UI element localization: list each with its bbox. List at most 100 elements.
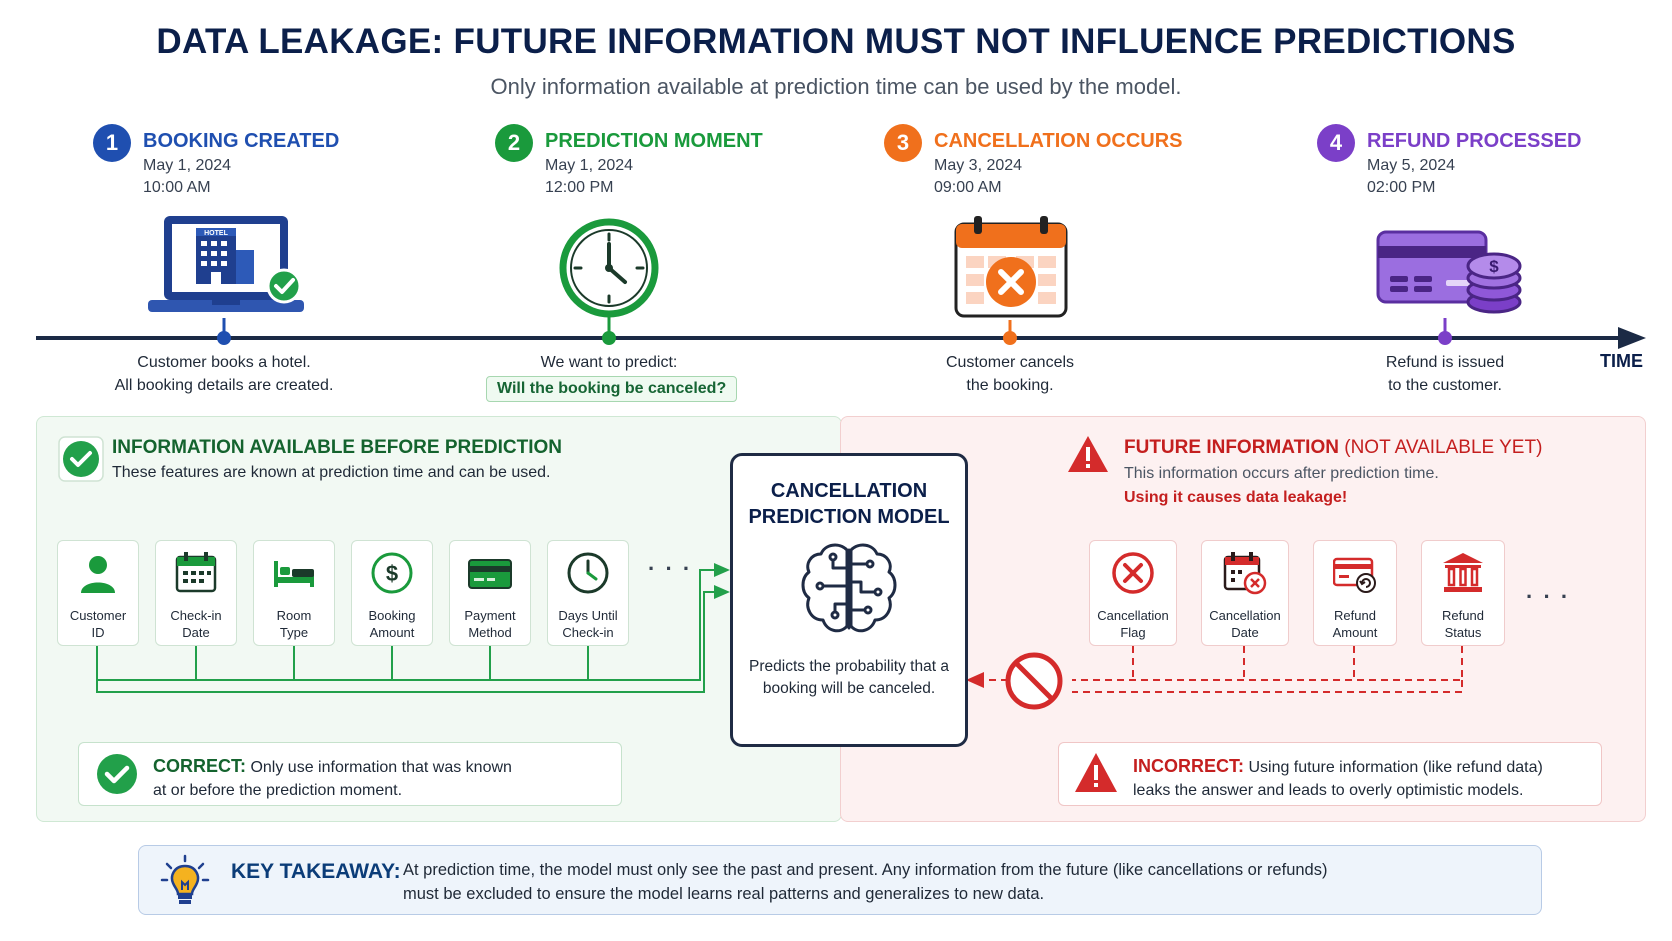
incorrect-label: INCORRECT:: [1133, 756, 1244, 776]
incorrect-text: INCORRECT: Using future information (lik…: [1133, 755, 1543, 802]
takeaway-label: KEY TAKEAWAY:: [231, 860, 401, 883]
event-date: May 3, 2024: [934, 157, 1023, 174]
feature-card-payment-method: Payment Method: [449, 540, 531, 646]
correct-label: CORRECT:: [153, 756, 246, 776]
future-description: This information occurs after prediction…: [1124, 465, 1439, 482]
bank-icon: [1443, 553, 1483, 592]
prediction-model-box: CANCELLATION PREDICTION MODEL Predicts t…: [730, 453, 968, 747]
event-booking-created: 1 BOOKING CREATED May 1, 2024 10:00 AM: [93, 124, 453, 196]
correct-line1: CORRECT: Only use information that was k…: [153, 755, 512, 779]
feature-label: Room Type: [276, 608, 312, 640]
model-description: Predicts the probability that a booking …: [749, 658, 949, 697]
feature-card-refund-status: Refund Status: [1421, 540, 1505, 646]
takeaway-line1: At prediction time, the model must only …: [403, 861, 1328, 879]
event-time: 02:00 PM: [1367, 179, 1436, 196]
page-title: DATA LEAKAGE: FUTURE INFORMATION MUST NO…: [156, 22, 1516, 61]
lightbulb-icon: [160, 854, 210, 904]
caption-line: to the customer.: [1388, 377, 1502, 394]
feature-card-checkin-date: Check-in Date: [155, 540, 237, 646]
event-cancellation-occurs: 3 CANCELLATION OCCURS May 3, 2024 09:00 …: [884, 124, 1244, 196]
brain-circuit-icon: [801, 543, 897, 633]
feature-label: Cancellation Flag: [1097, 608, 1169, 640]
feature-card-cancellation-date: Cancellation Date: [1201, 540, 1289, 646]
feature-card-cancellation-flag: Cancellation Flag: [1089, 540, 1177, 646]
feature-label: Check-in Date: [170, 608, 222, 640]
caption-line: Customer cancels: [945, 354, 1075, 371]
future-title-suffix: (NOT AVAILABLE YET): [1344, 437, 1543, 458]
step-number: 1: [93, 124, 131, 162]
event-title: PREDICTION MOMENT: [545, 130, 763, 152]
calendar-x-icon: [1223, 552, 1267, 595]
incorrect-line2: leaks the answer and leads to overly opt…: [1133, 782, 1524, 799]
step-number: 2: [495, 124, 533, 162]
caption-line: Refund is issued: [1385, 354, 1505, 371]
correct-callout: CORRECT: Only use information that was k…: [78, 742, 622, 806]
correct-line1-text: Only use information that was known: [250, 759, 512, 776]
clock-icon: [567, 552, 609, 594]
future-title-main: FUTURE INFORMATION: [1124, 437, 1339, 458]
feature-card-days-until-checkin: Days Until Check-in: [547, 540, 629, 646]
event-date: May 1, 2024: [545, 157, 634, 174]
blocked-icon: [1005, 652, 1063, 710]
event-caption: We want to predict:: [540, 354, 678, 371]
event-title: BOOKING CREATED: [143, 130, 340, 152]
time-axis-label: TIME: [1600, 351, 1643, 371]
incorrect-callout: INCORRECT: Using future information (lik…: [1058, 742, 1602, 806]
card-icon: [468, 559, 512, 589]
feature-label: Refund Status: [1442, 608, 1484, 640]
available-description: These features are known at prediction t…: [112, 464, 551, 481]
feature-label: Booking Amount: [368, 608, 416, 640]
event-caption: Refund is issued to the customer.: [1285, 351, 1605, 397]
takeaway-text: At prediction time, the model must only …: [403, 858, 1327, 906]
step-number: 4: [1317, 124, 1355, 162]
check-circle-icon: [97, 754, 137, 794]
page-subtitle: Only information available at prediction…: [490, 74, 1182, 99]
dollar-icon: $: [371, 552, 413, 594]
card-refund-icon: [1333, 557, 1376, 593]
takeaway-line2: must be excluded to ensure the model lea…: [403, 885, 1045, 903]
feature-card-customer-id: Customer ID: [57, 540, 139, 646]
event-date: May 5, 2024: [1367, 157, 1456, 174]
feature-card-booking-amount: $ Booking Amount: [351, 540, 433, 646]
clock-icon: [559, 218, 659, 318]
event-prediction-moment: 2 PREDICTION MOMENT May 1, 2024 12:00 PM: [495, 124, 855, 196]
feature-label: Days Until Check-in: [558, 608, 618, 640]
correct-text: CORRECT: Only use information that was k…: [153, 755, 512, 802]
caption-line: the booking.: [966, 377, 1054, 394]
incorrect-line1-text: Using future information (like refund da…: [1248, 759, 1543, 776]
svg-text:$: $: [1489, 257, 1499, 276]
feature-label: Refund Amount: [1332, 608, 1378, 640]
feature-label: Customer ID: [69, 608, 127, 640]
correct-line2: at or before the prediction moment.: [153, 782, 403, 799]
key-takeaway-box: KEY TAKEAWAY: At prediction time, the mo…: [138, 845, 1542, 915]
svg-text:HOTEL: HOTEL: [204, 230, 228, 237]
x-circle-icon: [1112, 552, 1154, 594]
event-caption: Customer books a hotel. All booking deta…: [64, 351, 384, 397]
more-features-ellipsis: · · ·: [648, 556, 693, 581]
calendar-cancel-icon: [954, 216, 1068, 318]
feature-card-refund-amount: Refund Amount: [1313, 540, 1397, 646]
prediction-question: Will the booking be canceled?: [486, 376, 738, 402]
warning-icon: [1068, 436, 1108, 472]
more-future-features-ellipsis: · · ·: [1526, 584, 1571, 609]
event-title: REFUND PROCESSED: [1367, 130, 1582, 152]
event-date: May 1, 2024: [143, 157, 232, 174]
event-time: 12:00 PM: [545, 179, 614, 196]
event-refund-processed: 4 REFUND PROCESSED May 5, 2024 02:00 PM: [1317, 124, 1672, 196]
feature-label: Cancellation Date: [1209, 608, 1281, 640]
warning-icon: [1075, 753, 1117, 792]
event-title: CANCELLATION OCCURS: [934, 130, 1183, 152]
laptop-hotel-icon: HOTEL: [148, 216, 304, 312]
event-caption: Customer cancels the booking.: [850, 351, 1170, 397]
step-number: 3: [884, 124, 922, 162]
svg-text:$: $: [386, 561, 398, 586]
calendar-icon: [175, 552, 217, 593]
person-icon: [81, 556, 115, 593]
event-time: 09:00 AM: [934, 179, 1002, 196]
caption-line: All booking details are created.: [114, 377, 334, 394]
model-title: CANCELLATION PREDICTION MODEL: [748, 480, 950, 528]
event-time: 10:00 AM: [143, 179, 211, 196]
